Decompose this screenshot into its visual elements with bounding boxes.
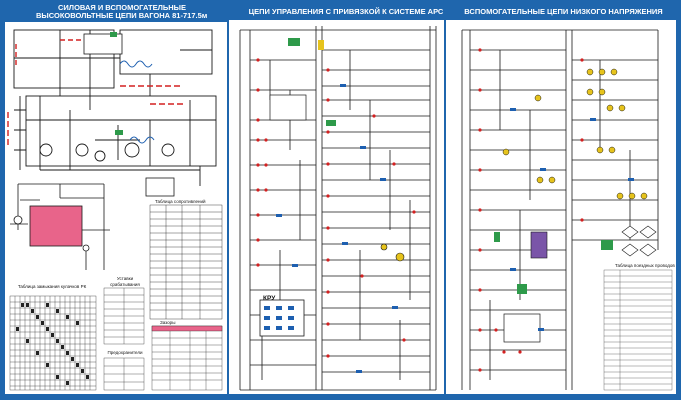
meter-symbol	[82, 244, 90, 252]
gap-table	[151, 325, 223, 391]
connection-table	[9, 295, 97, 391]
kru-label: КРУ	[263, 295, 276, 302]
settings-table	[103, 287, 145, 345]
control-contacts-blue	[276, 84, 398, 373]
relay-spring	[119, 60, 153, 68]
gap-table-caption: Зазоры	[160, 320, 176, 325]
center-panel	[229, 20, 444, 394]
yellow-block-center	[318, 40, 324, 50]
power-section-title-line2: ВЫСОКОВОЛЬТНЫЕ ЦЕПИ ВАГОНА 81-717.5м	[36, 11, 208, 20]
connection-table-caption: Таблица замыкания кулачков РК	[17, 284, 87, 289]
converter-block	[145, 177, 175, 197]
green-indicator-1	[288, 38, 300, 46]
purple-converter	[530, 231, 548, 259]
contactor-block	[83, 33, 123, 55]
resistance-table-caption: Таблица сопротивлений	[155, 199, 206, 204]
lamp-group	[502, 68, 648, 200]
power-section-title-line1: СИЛОВАЯ И ВСПОМОГАТЕЛЬНЫЕ	[58, 3, 186, 12]
green-relay-2	[110, 32, 117, 37]
green-block-right-2	[517, 284, 527, 294]
wire-table-caption: Таблица поездных проводов	[615, 263, 675, 268]
right-relay-box	[503, 313, 541, 343]
power-circuit	[13, 29, 217, 186]
connection-table-marks	[16, 303, 89, 385]
relay-spring-2	[129, 136, 155, 144]
headlight-group	[621, 225, 657, 257]
settings-table-caption: Уставки срабатывания	[110, 276, 140, 287]
control-bus-lines	[239, 26, 437, 391]
train-wire-table	[603, 269, 673, 391]
green-relay	[115, 130, 123, 135]
control-contacts-red	[256, 58, 416, 358]
green-indicator-2	[326, 120, 336, 126]
power-circuit-resistors	[7, 39, 183, 145]
kru-switch-contacts	[264, 306, 294, 330]
low-voltage-contacts	[478, 48, 584, 372]
header-strip	[5, 22, 227, 24]
resistance-table	[149, 204, 223, 320]
low-voltage-section-title: ВСПОМОГАТЕЛЬНЫЕ ЦЕПИ НИЗКОГО НАПРЯЖЕНИЯ	[464, 7, 663, 16]
yellow-lamp-center-2	[380, 243, 388, 251]
motor-symbol	[13, 215, 23, 225]
green-block-right-1	[494, 232, 500, 242]
auxiliary-block	[29, 205, 83, 247]
fuse-table	[103, 357, 145, 391]
control-section-title: ЦЕПИ УПРАВЛЕНИЯ С ПРИВЯЗКОЙ К СИСТЕМЕ АР…	[248, 7, 444, 16]
green-block-right-3	[601, 240, 613, 250]
fuse-table-caption: Предохранители	[107, 350, 143, 355]
low-voltage-wiring	[461, 29, 659, 390]
relay-panel	[269, 94, 307, 121]
low-voltage-contacts-blue	[510, 108, 634, 331]
yellow-lamp-center	[395, 252, 405, 262]
